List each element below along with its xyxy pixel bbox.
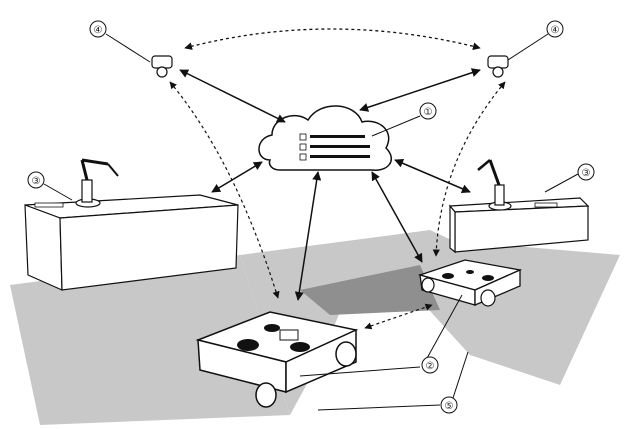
camera-robot-arrows <box>169 81 506 330</box>
callout-robot-vehicle: ② <box>421 356 439 374</box>
svg-text:⑤: ⑤ <box>445 401 454 412</box>
robot-arm-icon <box>75 158 119 208</box>
camera-icon <box>151 55 173 78</box>
svg-text:④: ④ <box>551 25 560 36</box>
callout-robot-arm-right: ③ <box>577 163 595 181</box>
svg-text:④: ④ <box>94 25 103 36</box>
svg-text:③: ③ <box>32 176 41 187</box>
svg-text:②: ② <box>426 361 435 372</box>
callout-camera-left: ④ <box>89 20 107 38</box>
camera-link-arrow <box>184 28 481 51</box>
svg-text:③: ③ <box>582 168 591 179</box>
svg-text:①: ① <box>424 107 433 118</box>
right-workbench <box>448 197 590 254</box>
callout-cloud: ① <box>419 102 437 120</box>
callout-robot-arm-left: ③ <box>27 171 45 189</box>
leader-lines <box>43 33 579 411</box>
mobile-robot-icon <box>195 311 359 408</box>
cloud-server-icon <box>258 105 392 171</box>
callout-floor-area: ⑤ <box>440 396 458 414</box>
camera-icon <box>487 55 509 78</box>
robot-arm-icon <box>477 159 512 211</box>
callout-camera-right: ④ <box>546 20 564 38</box>
mobile-robot-icon <box>417 259 523 307</box>
